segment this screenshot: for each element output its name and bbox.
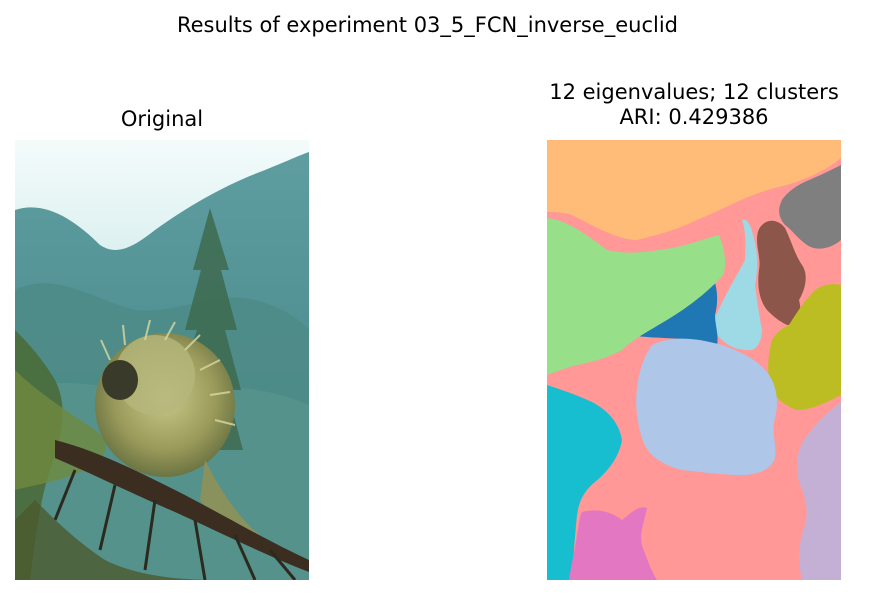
cluster-olive [768,284,841,410]
figure-suptitle: Results of experiment 03_5_FCN_inverse_e… [176,13,678,37]
cluster-brown [757,220,806,325]
cluster-sky [547,140,841,240]
original-image [15,140,309,580]
cluster-cyan [547,385,622,580]
porcupine-photo [15,140,309,580]
segmentation-title-line1: 12 eigenvalues; 12 clusters [549,80,839,104]
cluster-body [636,338,777,475]
cluster-regions [547,140,841,580]
segmentation-title-line2: ARI: 0.429386 [619,105,769,129]
original-image-title: Original [120,107,204,131]
segmentation-map [547,140,841,580]
cluster-light-cyan [712,219,762,351]
cluster-upper-right [779,165,841,249]
cluster-lavender [797,402,841,580]
cluster-pink [569,507,657,580]
cluster-green [547,218,726,375]
segmentation-title: 12 eigenvalues; 12 clusters ARI: 0.42938… [494,80,881,130]
